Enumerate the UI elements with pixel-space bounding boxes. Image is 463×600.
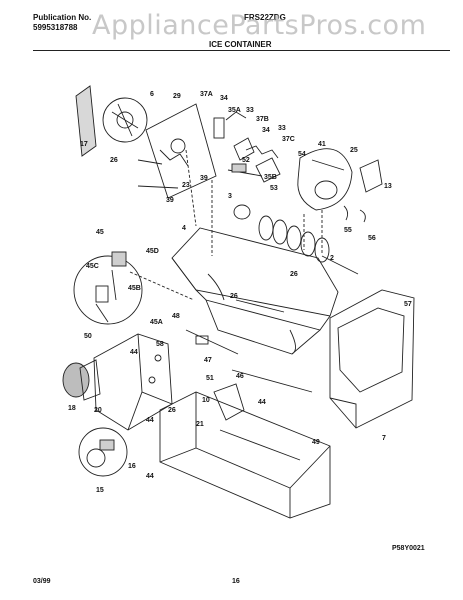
callout-46: 46 <box>236 373 244 380</box>
callout-35a: 35A <box>228 107 241 114</box>
callout-34b: 34 <box>262 127 270 134</box>
callout-49: 49 <box>312 439 320 446</box>
callout-57: 57 <box>404 301 412 308</box>
base-housing <box>159 391 331 519</box>
auger-motor <box>297 148 383 223</box>
header-rule <box>33 50 450 51</box>
callout-7: 7 <box>382 435 386 442</box>
callout-16: 16 <box>128 463 136 470</box>
watermark: AppliancePartsPros.com <box>92 10 427 41</box>
callout-48: 48 <box>172 313 180 320</box>
callout-45a: 45A <box>150 319 163 326</box>
callout-44d: 44 <box>146 473 154 480</box>
callout-20: 20 <box>94 407 102 414</box>
callout-44b: 44 <box>258 399 266 406</box>
callout-37c: 37C <box>282 136 295 143</box>
callout-53: 53 <box>270 185 278 192</box>
callout-26d: 26 <box>168 407 176 414</box>
callout-10: 10 <box>202 397 210 404</box>
light-bulb-detail <box>78 427 128 477</box>
callout-15: 15 <box>96 487 104 494</box>
callout-47: 47 <box>204 357 212 364</box>
publication-label: Publication No. <box>33 13 92 22</box>
callout-54: 54 <box>298 151 306 158</box>
callout-25: 25 <box>350 147 358 154</box>
callout-41: 41 <box>318 141 326 148</box>
callout-44: 44 <box>130 349 138 356</box>
callout-50: 50 <box>84 333 92 340</box>
callout-51: 51 <box>206 375 214 382</box>
section-title: ICE CONTAINER <box>209 40 272 49</box>
callout-13: 13 <box>384 183 392 190</box>
callout-56: 56 <box>368 235 376 242</box>
callout-39b: 39 <box>166 197 174 204</box>
auger-spring <box>233 204 359 275</box>
callout-37a: 37A <box>200 91 213 98</box>
publication-number: 5995318788 <box>33 23 78 32</box>
callout-2: 2 <box>330 255 334 262</box>
callout-6: 6 <box>150 91 154 98</box>
callout-45c: 45C <box>86 263 99 270</box>
callout-45b: 45B <box>128 285 141 292</box>
callout-23: 23 <box>182 182 190 189</box>
callout-37b: 37B <box>256 116 269 123</box>
callout-3: 3 <box>228 193 232 200</box>
callout-21: 21 <box>196 421 204 428</box>
switch-detail-callout <box>73 251 143 325</box>
callout-29: 29 <box>173 93 181 100</box>
footer-date: 03/99 <box>33 578 51 585</box>
callout-55: 55 <box>344 227 352 234</box>
dispenser-motor-housing <box>62 333 173 431</box>
callout-52: 52 <box>242 157 250 164</box>
gear-mechanism <box>213 111 281 183</box>
diagram-code: P58Y0021 <box>392 545 425 552</box>
motor-bracket-assembly <box>75 85 217 199</box>
callout-45d: 45D <box>146 248 159 255</box>
callout-18: 18 <box>68 405 76 412</box>
callout-34: 34 <box>220 95 228 102</box>
callout-26b: 26 <box>290 271 298 278</box>
callout-39: 39 <box>200 175 208 182</box>
callout-35b: 35B <box>264 174 277 181</box>
callout-17: 17 <box>80 141 88 148</box>
ice-container-bin <box>171 227 339 355</box>
callout-4: 4 <box>182 225 186 232</box>
callout-58: 58 <box>156 341 164 348</box>
callout-33: 33 <box>246 107 254 114</box>
callout-labels: 6 29 37A 34 35A 33 17 37B 34 37C 33 26 4… <box>68 91 412 494</box>
assembly-lines <box>129 149 323 301</box>
callout-45: 45 <box>96 229 104 236</box>
page-number: 16 <box>232 578 240 585</box>
callout-26: 26 <box>110 157 118 164</box>
actuator-rod <box>185 329 313 421</box>
callout-33b: 33 <box>278 125 286 132</box>
model-number: FRS22ZDG <box>244 13 286 22</box>
callout-26c: 26 <box>230 293 238 300</box>
callout-44c: 44 <box>146 417 154 424</box>
front-cover <box>329 289 415 429</box>
